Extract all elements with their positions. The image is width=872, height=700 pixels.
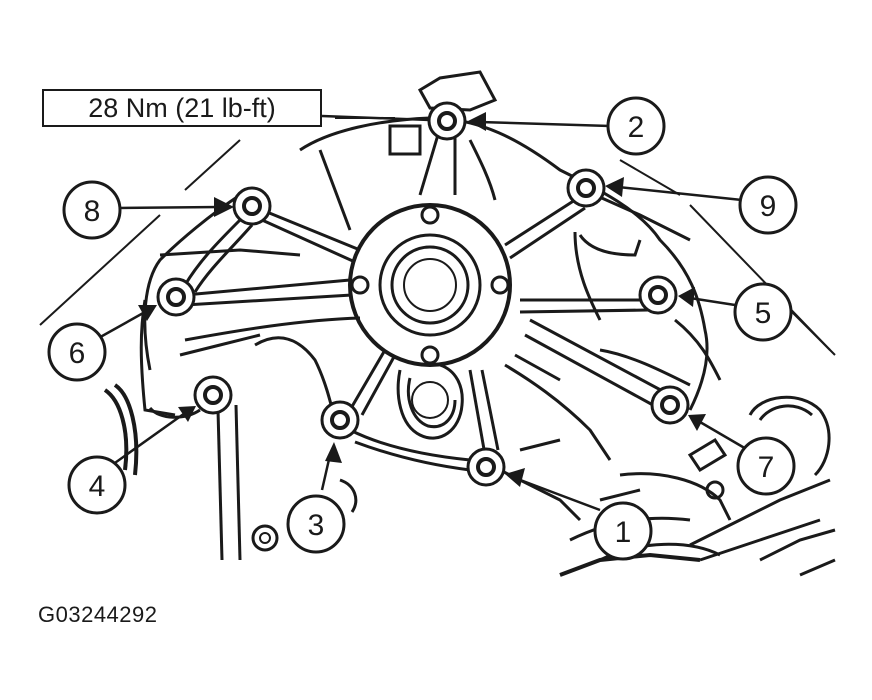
torque-spec-label: 28 Nm (21 lb-ft) [42, 89, 322, 127]
callout-9: 9 [738, 175, 798, 235]
callout-6: 6 [47, 322, 107, 382]
callout-4-label: 4 [89, 470, 106, 503]
callout-3-label: 3 [308, 509, 325, 542]
bolt-3 [320, 400, 360, 440]
bolt-8 [232, 186, 272, 226]
callout-8: 8 [62, 180, 122, 240]
bolt-9 [566, 168, 606, 208]
hub-stud-hole [420, 345, 440, 365]
callout-4: 4 [67, 455, 127, 515]
bolt-7 [650, 385, 690, 425]
callout-1-label: 1 [615, 516, 632, 549]
bolt-2 [427, 101, 467, 141]
callout-8-label: 8 [84, 195, 101, 228]
callout-2-label: 2 [628, 111, 645, 144]
callout-7: 7 [736, 436, 796, 496]
pump-housing-artwork [39, 70, 836, 577]
leader-lines [94, 112, 749, 512]
figure-code: G03244292 [38, 602, 158, 627]
callout-5-label: 5 [755, 297, 772, 330]
callout-7-label: 7 [758, 451, 775, 484]
hub-stud-hole [490, 275, 510, 295]
bolt-4 [193, 375, 233, 415]
bolt-6 [156, 277, 196, 317]
callout-2: 2 [606, 96, 666, 156]
callout-1: 1 [593, 501, 653, 561]
hub-stud-hole [420, 205, 440, 225]
callout-5: 5 [733, 282, 793, 342]
callout-6-label: 6 [69, 337, 86, 370]
callout-9-label: 9 [760, 190, 777, 223]
pump-hub [348, 203, 512, 367]
callout-3: 3 [286, 494, 346, 554]
bolt-5 [638, 275, 678, 315]
hub-stud-hole [350, 275, 370, 295]
bolt-1 [466, 447, 506, 487]
